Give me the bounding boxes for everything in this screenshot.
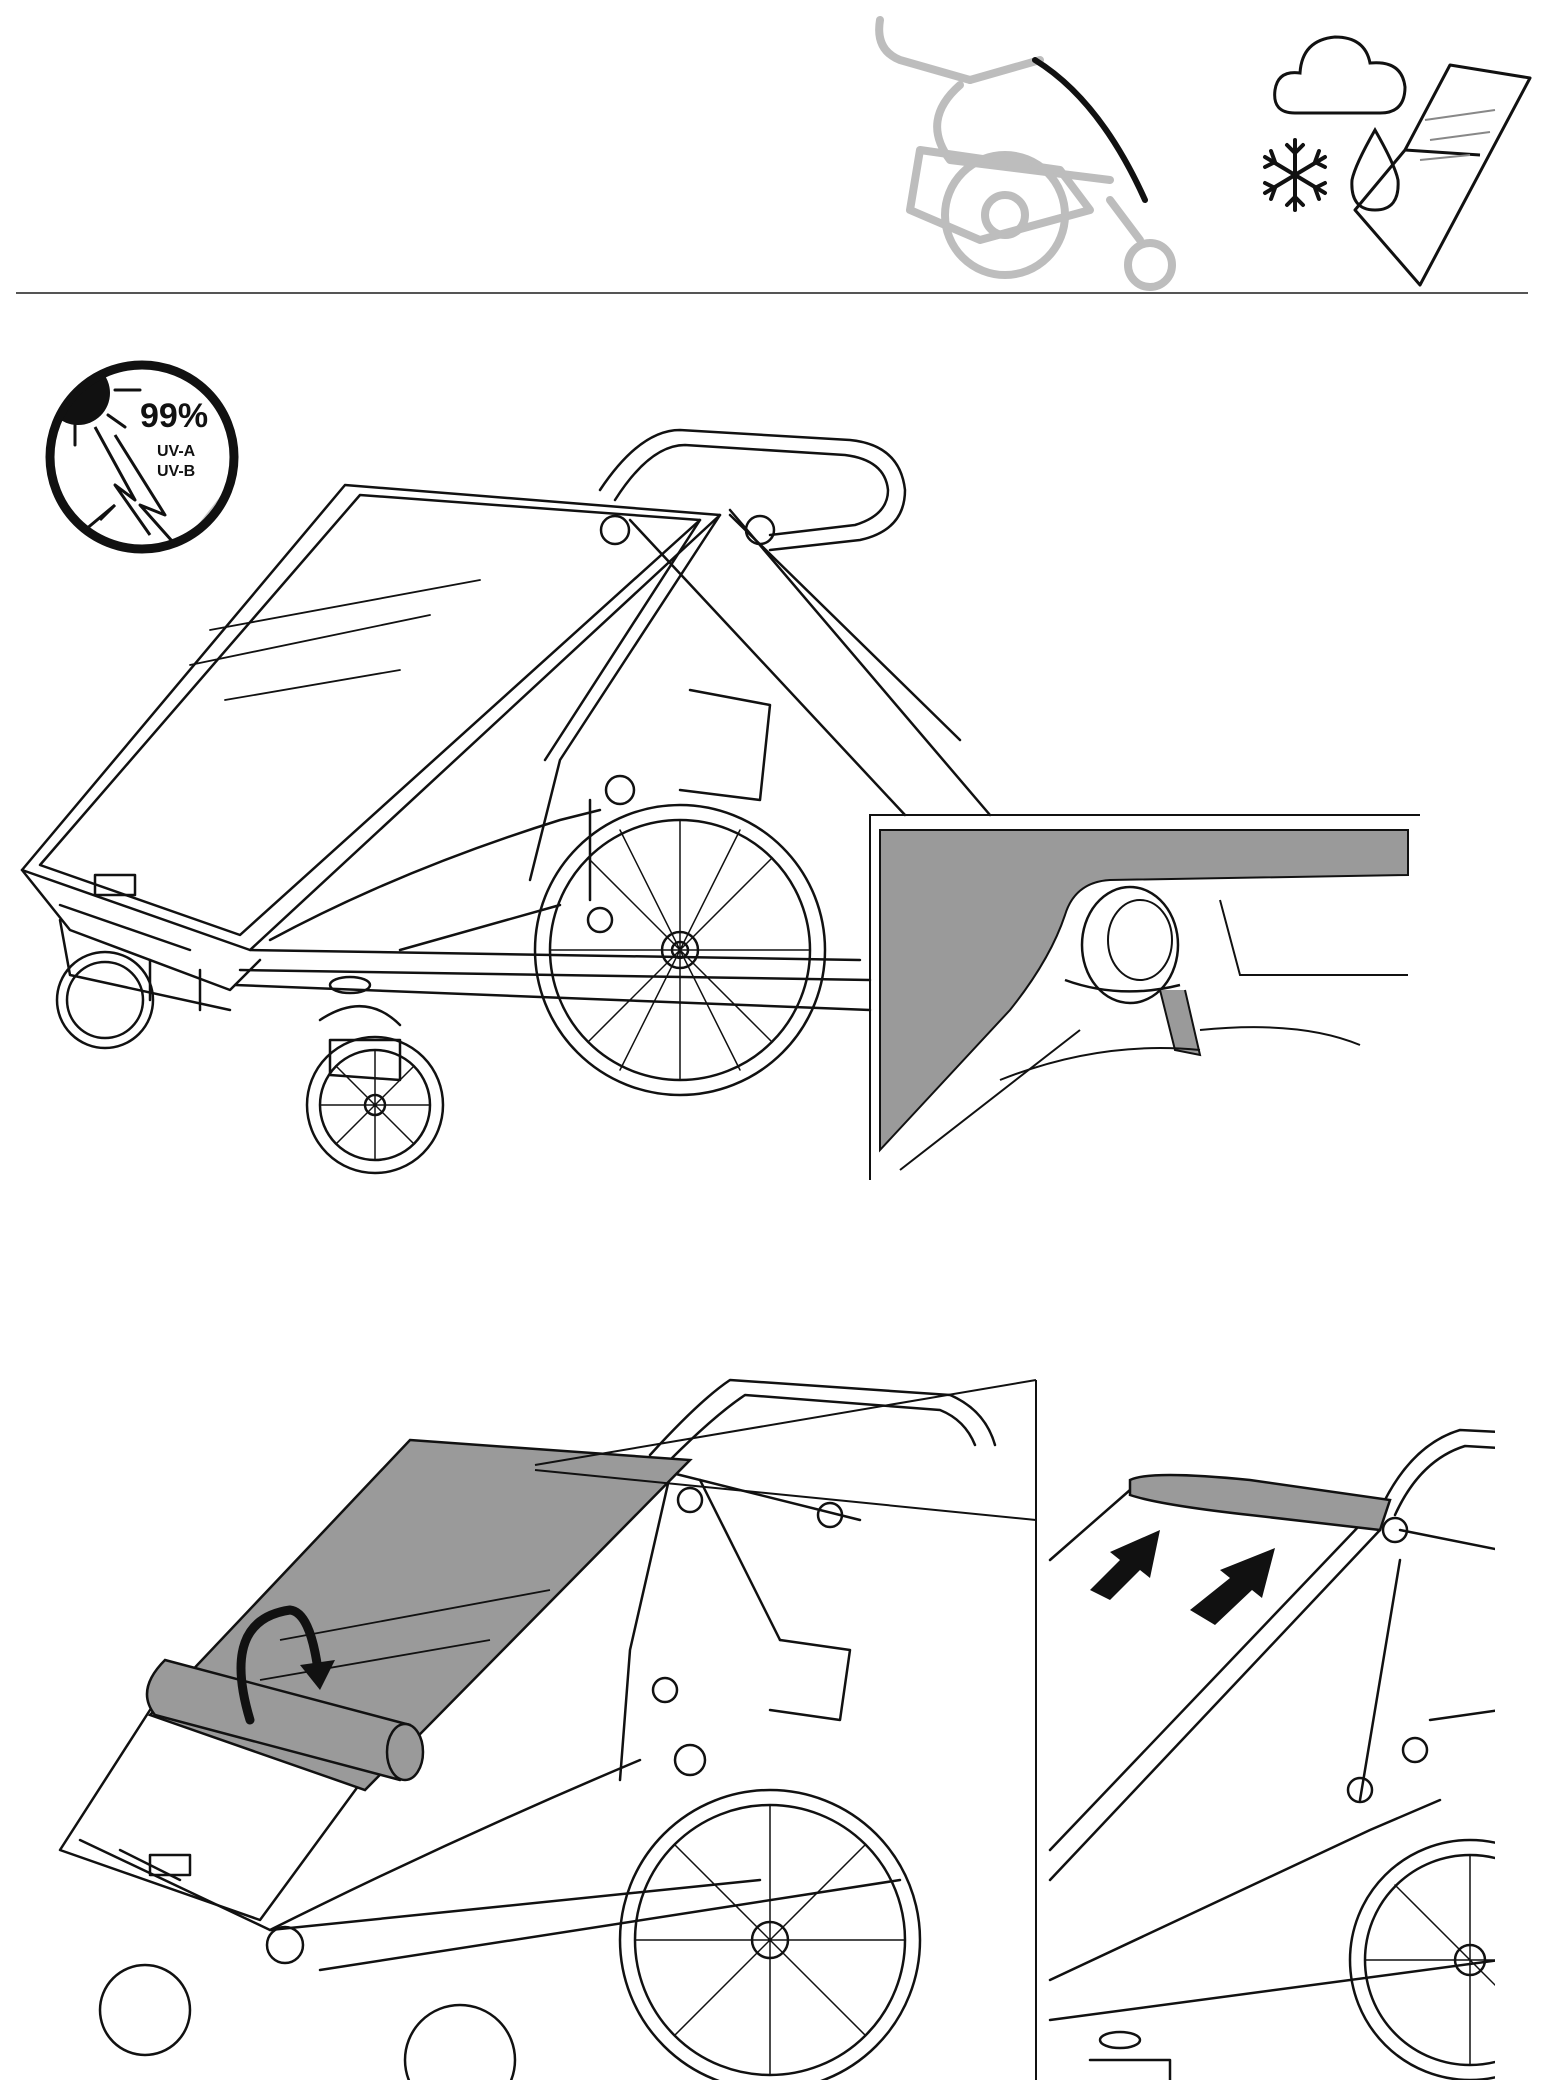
uv-protection-badge: 99% UV-A UV-B bbox=[40, 355, 245, 560]
header-divider bbox=[16, 292, 1528, 294]
step2-roll-cover-illustration bbox=[58, 1378, 1037, 2080]
step1-detail-inset bbox=[869, 814, 1420, 1180]
stroller-rain-cover-icon bbox=[875, 16, 1176, 291]
sun-uv-icon: 99% UV-A UV-B bbox=[45, 360, 239, 554]
cloud-icon bbox=[1273, 35, 1407, 115]
step1-stroller-illustration bbox=[20, 428, 1420, 1180]
uv-percent: 99% bbox=[140, 397, 208, 435]
header-section bbox=[0, 0, 1546, 300]
uv-b-label: UV-B bbox=[157, 463, 195, 480]
sun-cover-icon bbox=[1353, 63, 1532, 287]
uv-a-label: UV-A bbox=[157, 443, 196, 460]
raindrop-icon bbox=[1350, 126, 1400, 212]
snowflake-icon bbox=[1263, 138, 1327, 212]
step2-pushed-cover-inset bbox=[1048, 1428, 1495, 2080]
